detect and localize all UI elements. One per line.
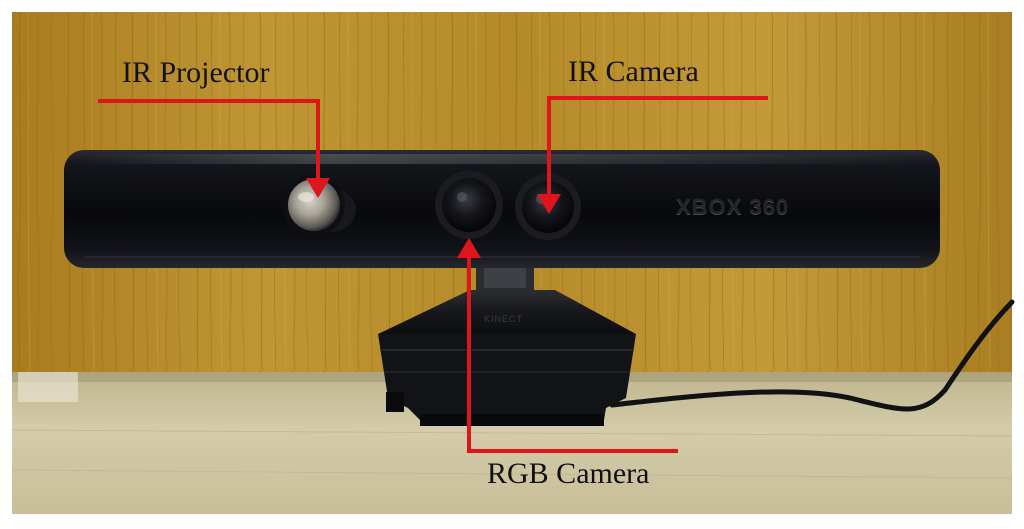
ir-projector-pointer (98, 99, 320, 182)
arrowheads (306, 178, 561, 258)
kinect-base-logo: KINECT (484, 314, 524, 324)
rgb-camera-pointer (467, 244, 678, 453)
power-cable (609, 299, 1015, 412)
xbox-360-logo: XBOX 360 (676, 194, 790, 219)
label-ir-camera: IR Camera (568, 55, 699, 88)
label-rgb-camera: RGB Camera (487, 457, 650, 490)
ir-projector (283, 174, 345, 236)
arrow-icon (98, 96, 768, 453)
label-ir-projector: IR Projector (122, 56, 270, 89)
ir-camera-pointer (547, 96, 768, 198)
rgb-camera-lens (435, 171, 503, 239)
